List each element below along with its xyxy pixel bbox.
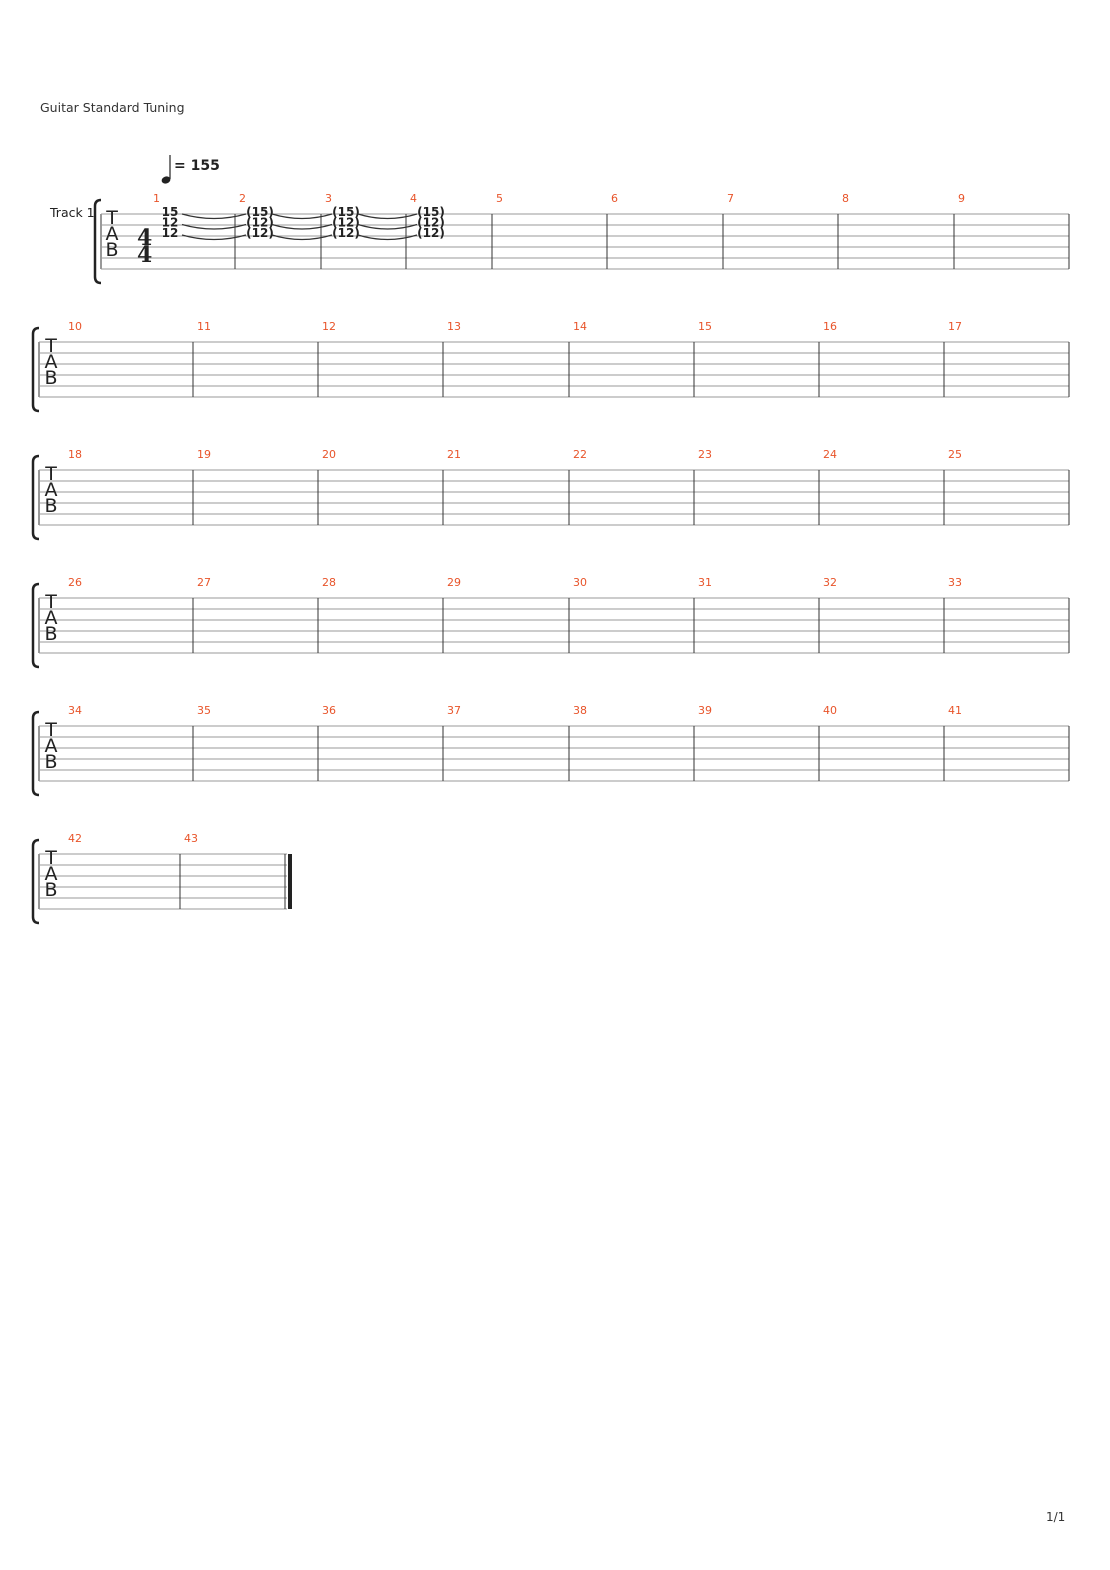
measure-number: 7 [727, 192, 734, 205]
measure-number: 37 [447, 704, 461, 717]
tie-arc [357, 223, 418, 230]
tab-clef-letter: B [105, 239, 118, 261]
fret-number: (12) [332, 216, 360, 230]
measure-number: 17 [948, 320, 962, 333]
tab-clef-letter: A [45, 863, 58, 885]
system-bracket [31, 582, 40, 669]
measure-number: 10 [68, 320, 82, 333]
tab-clef-letter: B [44, 367, 57, 389]
fret-number: (15) [246, 205, 274, 219]
tab-clef-letter: A [106, 223, 119, 245]
measure-number: 18 [68, 448, 82, 461]
fret-number: (15) [417, 205, 445, 219]
tab-clef-letter: T [44, 335, 57, 357]
measure-number: 1 [153, 192, 160, 205]
tuning-label: Guitar Standard Tuning [40, 100, 185, 115]
page-number: 1/1 [1046, 1510, 1066, 1524]
measure-number: 26 [68, 576, 82, 589]
measure-number: 32 [823, 576, 837, 589]
fret-number: 12 [162, 226, 179, 240]
tie-arc [271, 213, 333, 220]
tab-clef-letter: B [44, 751, 57, 773]
tie-arc [271, 223, 333, 230]
tab-clef-letter: T [44, 591, 57, 613]
tab-clef-letter: T [44, 847, 57, 869]
measure-number: 29 [447, 576, 461, 589]
tab-clef-letter: B [44, 495, 57, 517]
tab-clef-letter: A [45, 607, 58, 629]
fret-number: (12) [332, 226, 360, 240]
fret-number: (12) [417, 226, 445, 240]
track-name: Track 1 [49, 205, 95, 220]
measure-number: 43 [184, 832, 198, 845]
measure-number: 8 [842, 192, 849, 205]
fret-number: (12) [246, 226, 274, 240]
measure-number: 16 [823, 320, 837, 333]
time-signature-bottom: 4 [137, 242, 152, 268]
fret-number: (12) [417, 216, 445, 230]
tab-clef-letter: B [44, 879, 57, 901]
fret-number: (12) [246, 216, 274, 230]
tie-arc [271, 234, 333, 241]
measure-number: 20 [322, 448, 336, 461]
system-bracket [31, 454, 40, 541]
measure-number: 13 [447, 320, 461, 333]
measure-number: 21 [447, 448, 461, 461]
measure-number: 36 [322, 704, 336, 717]
measure-number: 30 [573, 576, 587, 589]
system-bracket [31, 838, 40, 925]
tie-arc [181, 223, 247, 230]
measure-number: 2 [239, 192, 246, 205]
measure-number: 42 [68, 832, 82, 845]
measure-number: 41 [948, 704, 962, 717]
tab-clef-letter: A [45, 735, 58, 757]
fret-number: 15 [162, 205, 179, 219]
system-bracket [93, 198, 102, 285]
measure-number: 6 [611, 192, 618, 205]
fret-number: (15) [332, 205, 360, 219]
measure-number: 23 [698, 448, 712, 461]
measure-number: 25 [948, 448, 962, 461]
time-signature-top: 4 [137, 225, 152, 251]
measure-number: 34 [68, 704, 82, 717]
tab-clef-letter: T [105, 207, 118, 229]
measure-number: 19 [197, 448, 211, 461]
measure-number: 5 [496, 192, 503, 205]
measure-number: 12 [322, 320, 336, 333]
measure-number: 3 [325, 192, 332, 205]
quarter-note-icon [161, 176, 171, 184]
tab-clef-letter: A [45, 351, 58, 373]
tab-clef-letter: T [44, 463, 57, 485]
measure-number: 24 [823, 448, 837, 461]
tie-arc [181, 213, 247, 220]
measure-number: 31 [698, 576, 712, 589]
measure-number: 9 [958, 192, 965, 205]
tab-clef-letter: A [45, 479, 58, 501]
measure-number: 27 [197, 576, 211, 589]
measure-number: 28 [322, 576, 336, 589]
tab-clef-letter: B [44, 623, 57, 645]
tab-clef-letter: T [44, 719, 57, 741]
fret-number: 12 [162, 216, 179, 230]
measure-number: 15 [698, 320, 712, 333]
final-barline-thick [288, 854, 292, 909]
tempo-value: = 155 [174, 158, 220, 174]
measure-number: 38 [573, 704, 587, 717]
system-bracket [31, 326, 40, 413]
tie-arc [181, 234, 247, 241]
measure-number: 4 [410, 192, 417, 205]
measure-number: 11 [197, 320, 211, 333]
measure-number: 40 [823, 704, 837, 717]
measure-number: 22 [573, 448, 587, 461]
measure-number: 35 [197, 704, 211, 717]
tie-arc [357, 213, 418, 220]
system-bracket [31, 710, 40, 797]
measure-number: 14 [573, 320, 587, 333]
measure-number: 33 [948, 576, 962, 589]
measure-number: 39 [698, 704, 712, 717]
tie-arc [357, 234, 418, 241]
